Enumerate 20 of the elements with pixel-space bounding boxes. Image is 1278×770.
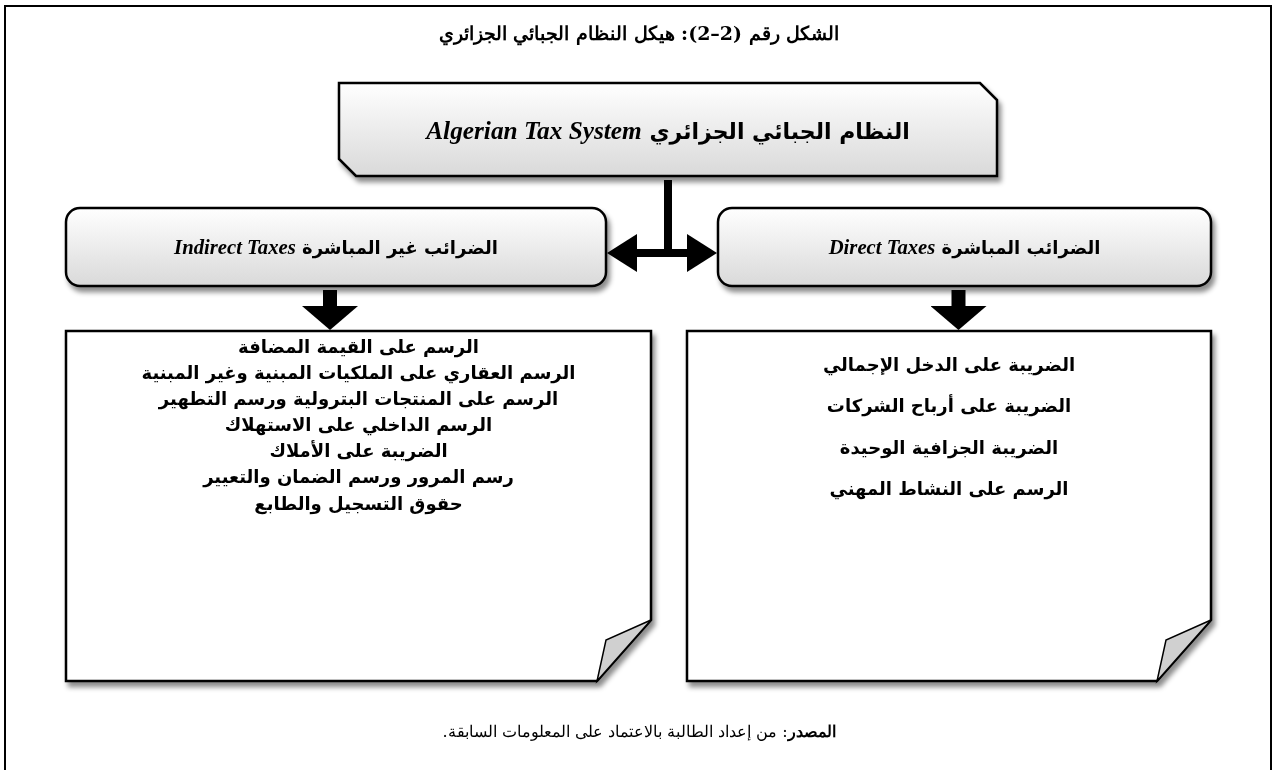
block-arrow xyxy=(930,290,987,330)
note-box xyxy=(686,330,1212,682)
title-box xyxy=(338,82,998,177)
tax-item: الرسم الداخلي على الاستهلاك xyxy=(223,413,494,438)
category-box xyxy=(717,207,1212,287)
tax-item: الرسم على النشاط المهني xyxy=(828,477,1070,502)
tax-item: الرسم على المنتجات البترولية ورسم التطهير xyxy=(157,387,560,412)
block-arrow xyxy=(302,290,358,330)
tax-item: الرسم على القيمة المضافة xyxy=(237,335,480,360)
tax-item: الضريبة على أرباح الشركات xyxy=(825,393,1073,419)
tax-item: رسم المرور ورسم الضمان والتعيير xyxy=(201,465,515,490)
tax-item: الضريبة على الأملاك xyxy=(268,439,449,464)
source-note: المصدر: من إعداد الطالبة بالاعتماد على المعلومات السابقة. xyxy=(441,722,837,741)
tax-item: الضريبة على الدخل الإجمالي xyxy=(821,353,1077,378)
tax-item: حقوق التسجيل والطابع xyxy=(253,491,464,517)
category-box xyxy=(65,207,607,287)
tax-item: الضريبة الجزافية الوحيدة xyxy=(838,435,1060,461)
note-box xyxy=(65,330,652,682)
tax-item: الرسم العقاري على الملكيات المبنية وغير المبنية xyxy=(140,361,577,386)
figure-title: الشكل رقم (2–2): هيكل النظام الجبائي الجزائري xyxy=(437,22,841,44)
